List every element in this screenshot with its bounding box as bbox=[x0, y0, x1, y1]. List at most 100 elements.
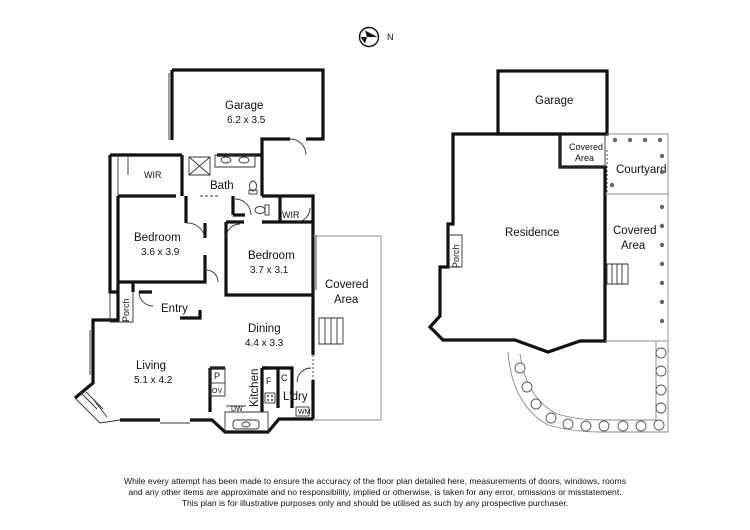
wir-right-label: WIR bbox=[282, 210, 300, 220]
bath-label: Bath bbox=[210, 180, 234, 192]
shrub-icon bbox=[659, 318, 665, 324]
site-garden-bed-inner bbox=[519, 342, 657, 421]
shrub-icon bbox=[659, 204, 665, 210]
site-steps bbox=[606, 263, 629, 285]
shrub-icon bbox=[659, 280, 665, 286]
bedroom1-name: Bedroom bbox=[134, 232, 181, 244]
toilet-wc-icon bbox=[254, 206, 266, 214]
wc-door-swing bbox=[234, 198, 252, 216]
bedroom2-size: 3.7 x 3.1 bbox=[250, 265, 289, 276]
vanity-icon bbox=[214, 154, 256, 168]
toilet-bath-icon bbox=[249, 180, 257, 192]
entry-door-swing bbox=[138, 291, 154, 307]
compass: N bbox=[358, 26, 394, 48]
bedroom1-door2-swing bbox=[204, 269, 219, 283]
site-garden-bed-outer bbox=[507, 342, 669, 433]
north-arrow-icon bbox=[360, 30, 378, 44]
laundry-walls bbox=[262, 366, 294, 408]
bedroom1-door-swing bbox=[185, 222, 206, 239]
site-residence-label: Residence bbox=[505, 227, 559, 239]
dining-size: 4.4 x 3.3 bbox=[245, 338, 284, 349]
garage-door-swing bbox=[289, 138, 307, 156]
covered-area-outline bbox=[313, 235, 382, 421]
site-plan: Garage Porch Residence Covered Area Cour… bbox=[427, 69, 669, 433]
garage-name: Garage bbox=[225, 100, 263, 112]
living-bay-window bbox=[74, 397, 121, 424]
shrub-icon bbox=[609, 182, 615, 188]
disclaimer-line-3: This plan is for illustrative purposes o… bbox=[181, 498, 569, 508]
laundry-label: L'dry bbox=[283, 391, 308, 403]
basin-right-icon bbox=[238, 156, 250, 164]
covered-area-line1: Covered bbox=[325, 279, 368, 291]
shrub-icon bbox=[659, 261, 665, 267]
pantry-label: P bbox=[214, 371, 220, 381]
dining-name: Dining bbox=[248, 323, 281, 335]
shrub-icon bbox=[659, 299, 665, 305]
garage-size: 6.2 x 3.5 bbox=[227, 115, 266, 126]
compass-north-label: N bbox=[387, 32, 394, 42]
tree-icon bbox=[655, 347, 667, 359]
toilet-wc-cistern-icon bbox=[264, 204, 270, 216]
shrub-icon bbox=[612, 137, 618, 143]
site-covered-small-line2: Area bbox=[575, 153, 594, 163]
site-covered-area bbox=[605, 193, 669, 342]
living-name: Living bbox=[136, 360, 166, 372]
tree-icon bbox=[562, 418, 574, 430]
kitchen-label: Kitchen bbox=[249, 369, 261, 407]
wir-right-door-swing bbox=[295, 207, 311, 223]
sink-bowl-icon bbox=[241, 421, 251, 428]
tree-icon bbox=[635, 420, 647, 432]
wir-left-walls bbox=[118, 155, 184, 198]
main-floor-plan: WIR Bath Bedroom 3.6 x 3.9 WIR Bedroom 3… bbox=[73, 68, 382, 434]
tree-icon bbox=[655, 402, 667, 414]
basin-left-icon bbox=[220, 156, 232, 164]
site-porch-box bbox=[448, 234, 463, 268]
bedroom2-walls bbox=[224, 196, 313, 297]
disclaimer: While every attempt has been made to ens… bbox=[0, 476, 750, 509]
shrub-icon bbox=[627, 137, 633, 143]
wir-left-label: WIR bbox=[144, 170, 162, 180]
bay-window-mullions bbox=[79, 391, 108, 418]
bedroom1-walls bbox=[116, 196, 207, 292]
washing-machine-label: WM bbox=[298, 409, 311, 416]
tree-icon bbox=[545, 412, 557, 424]
tree-icon bbox=[530, 398, 542, 410]
site-covered-line2: Area bbox=[621, 240, 646, 252]
site-trees bbox=[514, 347, 667, 432]
wc-walls bbox=[231, 196, 245, 217]
shrub-icon bbox=[642, 137, 648, 143]
disclaimer-line-2: and any other items are approximate and … bbox=[128, 487, 622, 497]
entry-partition bbox=[180, 310, 202, 320]
shrub-icon bbox=[659, 153, 665, 159]
site-porch-label: Porch bbox=[451, 244, 461, 268]
fridge-label: F bbox=[266, 376, 272, 386]
oven-label: OV bbox=[212, 388, 222, 395]
pantry-box bbox=[209, 367, 226, 397]
laundry-door-swing bbox=[296, 367, 312, 383]
site-covered-line1: Covered bbox=[613, 225, 656, 237]
tree-icon bbox=[617, 420, 629, 432]
living-size: 5.1 x 4.2 bbox=[134, 375, 173, 386]
sink-icon bbox=[232, 419, 260, 430]
cupboard-label: C bbox=[281, 373, 288, 383]
covered-area-line2: Area bbox=[334, 294, 359, 306]
site-courtyard-label: Courtyard bbox=[616, 164, 667, 176]
site-covered-small-box bbox=[559, 134, 606, 168]
tree-icon bbox=[514, 362, 526, 374]
dishwasher-label: DW bbox=[231, 406, 243, 413]
porch-outline bbox=[109, 292, 134, 323]
shower-icon bbox=[188, 156, 211, 176]
toilet-cistern-icon bbox=[248, 189, 258, 195]
laundry-tub-icon bbox=[264, 392, 276, 404]
tree-icon bbox=[521, 381, 533, 393]
shrub-icon bbox=[659, 242, 665, 248]
bedroom2-name: Bedroom bbox=[248, 250, 295, 262]
porch-label: Porch bbox=[121, 298, 131, 322]
tree-icon bbox=[598, 420, 610, 432]
bedroom1-size: 3.6 x 3.9 bbox=[141, 247, 180, 258]
site-garage-label: Garage bbox=[535, 95, 573, 107]
garage-walls bbox=[170, 68, 325, 154]
disclaimer-line-1: While every attempt has been made to ens… bbox=[123, 476, 627, 486]
shrub-icon bbox=[659, 169, 665, 175]
